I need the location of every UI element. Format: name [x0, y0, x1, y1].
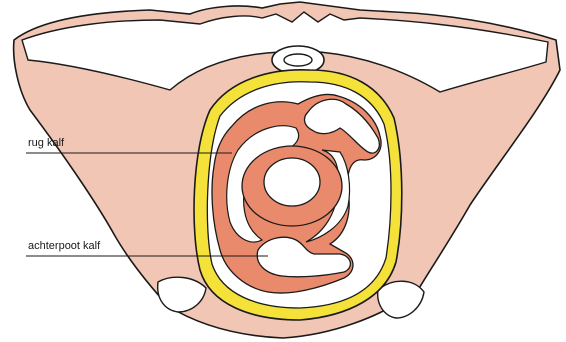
calf-abdomen-core [264, 158, 320, 206]
sacrum-canal [284, 54, 312, 66]
label-back: rug kalf [28, 137, 65, 149]
label-hind-leg: achterpoot kalf [28, 240, 101, 252]
right-hip-bone [378, 281, 424, 318]
